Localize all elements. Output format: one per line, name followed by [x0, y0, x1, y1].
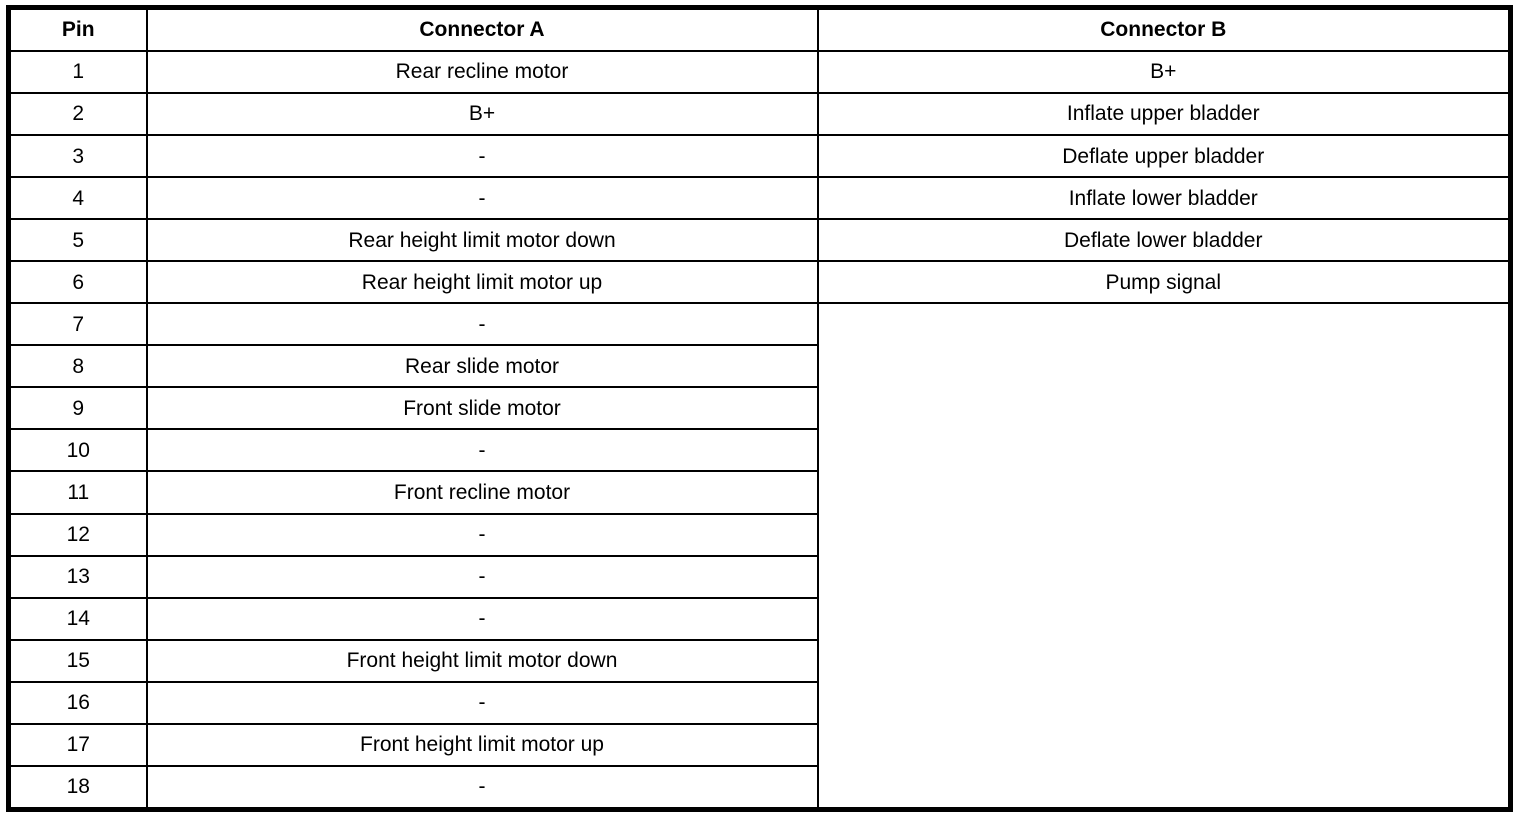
connector-a-cell: Rear recline motor — [145, 49, 819, 95]
pin-cell: 13 — [7, 554, 148, 599]
connector-a-cell: - — [145, 302, 819, 347]
connector-b-cell: Deflate lower bladder — [816, 218, 1512, 263]
pin-cell: 14 — [7, 596, 148, 641]
connector-a-cell: Front height limit motor down — [145, 638, 819, 683]
connector-a-cell: - — [145, 512, 819, 557]
pin-cell: 15 — [7, 638, 148, 683]
connector-b-merged-empty-cell — [816, 302, 1512, 811]
connector-a-cell: Front slide motor — [145, 386, 819, 431]
pin-cell: 17 — [7, 722, 148, 767]
pin-cell: 5 — [7, 218, 148, 263]
connector-a-cell: - — [145, 428, 819, 473]
table-row: 13- — [7, 554, 1511, 599]
connector-a-cell: - — [145, 764, 819, 811]
pin-cell: 7 — [7, 302, 148, 347]
connector-a-cell: B+ — [145, 92, 819, 137]
pin-cell: 11 — [7, 470, 148, 515]
connector-a-cell: - — [145, 596, 819, 641]
pin-cell: 6 — [7, 260, 148, 305]
table-row: 14- — [7, 596, 1511, 641]
pin-cell: 9 — [7, 386, 148, 431]
table-row: 16- — [7, 680, 1511, 725]
table-row: 3-Deflate upper bladder — [7, 134, 1512, 179]
table-row: 10- — [7, 428, 1511, 473]
pin-cell: 1 — [7, 49, 148, 95]
header-row: Pin Connector A Connector B — [7, 6, 1512, 52]
pin-cell: 18 — [7, 764, 148, 811]
connector-a-cell: Front recline motor — [145, 470, 819, 515]
pin-cell: 2 — [7, 92, 148, 137]
connector-b-cell: Pump signal — [816, 260, 1512, 305]
pin-column-header: Pin — [7, 6, 148, 52]
connector-a-cell: - — [145, 176, 819, 221]
connector-a-cell: - — [145, 680, 819, 725]
pin-cell: 4 — [7, 176, 148, 221]
pin-cell: 10 — [7, 428, 148, 473]
connector-b-cell: Inflate upper bladder — [816, 92, 1512, 137]
table-row: 4-Inflate lower bladder — [7, 176, 1512, 221]
connector-a-cell: - — [145, 134, 819, 179]
connector-a-cell: - — [145, 554, 819, 599]
table-row: 18- — [7, 764, 1511, 811]
pin-cell: 12 — [7, 512, 148, 557]
connector-b-column-header: Connector B — [816, 6, 1512, 52]
connector-a-cell: Rear height limit motor down — [145, 218, 819, 263]
connector-a-cell: Rear height limit motor up — [145, 260, 819, 305]
table-row: 7- — [7, 302, 1512, 811]
connector-a-cell: Front height limit motor up — [145, 722, 819, 767]
connector-b-cell: Inflate lower bladder — [816, 176, 1512, 221]
pin-cell: 16 — [7, 680, 148, 725]
connector-b-cell: B+ — [816, 49, 1512, 95]
pin-cell: 8 — [7, 344, 148, 389]
connector-a-cell: Rear slide motor — [145, 344, 819, 389]
connector-b-cell: Deflate upper bladder — [816, 134, 1512, 179]
table-row: 12- — [7, 512, 1511, 557]
pin-cell: 3 — [7, 134, 148, 179]
connector-a-column-header: Connector A — [145, 6, 819, 52]
